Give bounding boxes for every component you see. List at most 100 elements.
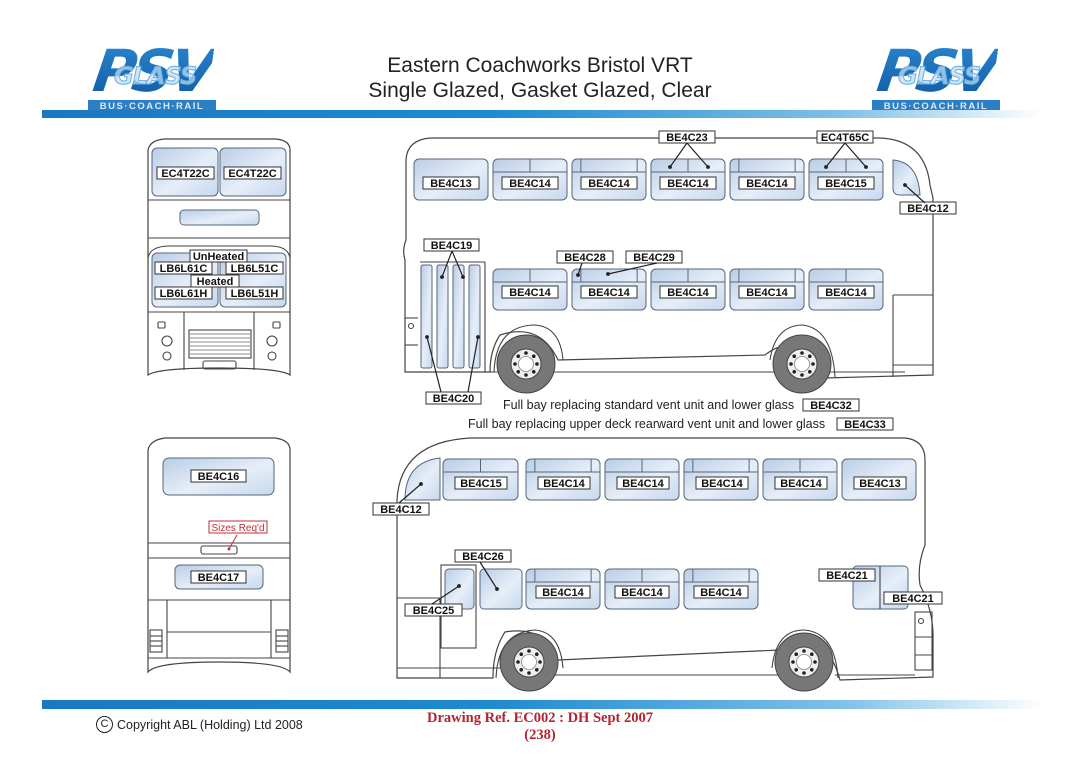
label-heated: Heated [190, 274, 240, 288]
label-text: EC4T22C [228, 168, 276, 180]
upper-rear-corner-window [892, 159, 921, 196]
copyright-icon: C [96, 716, 113, 733]
label-lower-deck-1: BE4C14 [501, 285, 559, 299]
label-offside-upper-4: BE4C14 [695, 476, 749, 490]
label-text: Sizes Req'd [211, 523, 264, 534]
label-text: BE4C17 [198, 572, 240, 584]
logo-overlay: GLASS [897, 62, 981, 91]
label-text: LB6L51C [231, 263, 279, 275]
label-text: BE4C21 [826, 570, 868, 582]
nearside-rear-wheel [772, 334, 832, 394]
label-offside-upper-6: BE4C13 [853, 476, 907, 490]
label-offside-lower-2: BE4C14 [614, 585, 670, 599]
leader-arrow [431, 584, 461, 605]
label-text: BE4C14 [700, 587, 742, 599]
label-text: BE4C14 [509, 287, 551, 299]
label-lower-deck-3: BE4C14 [659, 285, 717, 299]
label-offside-rear-corner: BE4C12 [372, 502, 430, 516]
emergency-door-window [444, 568, 475, 610]
label-upper-deck-5: BE4C14 [738, 176, 796, 190]
label-upper-rear-corner: BE4C12 [899, 201, 957, 215]
page-title: Eastern Coachworks Bristol VRT [387, 54, 693, 77]
label-offside-upper-2: BE4C14 [537, 476, 591, 490]
note-text: Full bay replacing upper deck rearward v… [468, 417, 826, 431]
label-text: LB6L51H [231, 288, 279, 300]
door-pane-2 [436, 264, 449, 369]
label-text: BE4C14 [825, 287, 867, 299]
label-rear-upper: BE4C16 [190, 469, 247, 483]
label-text: EC4T22C [161, 168, 209, 180]
label-note-code-1: BE4C32 [802, 398, 860, 412]
drawing-number: (238) [524, 727, 556, 743]
label-text: BE4C28 [564, 252, 606, 264]
copyright-text: Copyright ABL (Holding) Ltd 2008 [117, 717, 303, 732]
label-door-window: BE4C25 [404, 603, 463, 617]
offside-front-wheel [774, 632, 834, 692]
label-stair-window: BE4C26 [454, 549, 512, 563]
label-vent-rear: EC4T65C [816, 130, 874, 144]
label-upper-deck-6: BE4C15 [817, 176, 875, 190]
label-front-lower-right-heated: LB6L51H [225, 286, 284, 300]
label-text: BE4C23 [666, 132, 708, 144]
label-text: BE4C15 [460, 478, 502, 490]
label-door-lower: BE4C20 [425, 391, 482, 405]
label-front-upper-left: EC4T22C [156, 166, 215, 180]
label-door-upper: BE4C19 [423, 238, 480, 252]
label-offside-lower-1: BE4C14 [535, 585, 591, 599]
label-text: EC4T65C [821, 132, 869, 144]
headlamp-right [266, 335, 278, 347]
label-lower-deck-4: BE4C14 [738, 285, 796, 299]
copyright-notice: C Copyright ABL (Holding) Ltd 2008 [96, 716, 303, 733]
label-text: BE4C14 [667, 178, 709, 190]
drawing-reference: Drawing Ref. EC002 : DH Sept 2007 [427, 710, 653, 726]
label-text: BE4C14 [588, 178, 630, 190]
note-full-bay-standard: Full bay replacing standard vent unit an… [503, 398, 794, 412]
label-text: BE4C14 [701, 478, 743, 490]
label-upper-deck-1: BE4C13 [422, 176, 480, 190]
label-text: BE4C14 [746, 178, 788, 190]
label-text: LB6L61C [160, 263, 208, 275]
label-vent-bay: BE4C23 [658, 130, 716, 144]
page-subtitle: Single Glazed, Gasket Glazed, Clear [368, 79, 712, 102]
label-text: BE4C33 [844, 419, 886, 431]
label-cab-window-1: BE4C21 [818, 568, 876, 582]
label-text: BE4C13 [430, 178, 472, 190]
label-vent-small-1: BE4C28 [556, 250, 614, 264]
label-text: BE4C29 [633, 252, 675, 264]
note-text: Full bay replacing standard vent unit an… [503, 398, 795, 412]
label-text: BE4C14 [543, 478, 585, 490]
label-offside-upper-3: BE4C14 [616, 476, 670, 490]
door-pane-4 [468, 264, 481, 369]
label-text: BE4C14 [667, 287, 709, 299]
header-divider-bar [42, 110, 1042, 118]
label-vent-small-2: BE4C29 [625, 250, 683, 264]
label-text: BE4C15 [825, 178, 867, 190]
label-text: BE4C25 [413, 605, 455, 617]
indicator-left [157, 321, 166, 329]
door-pane-1 [420, 264, 433, 369]
headlamp-left [161, 335, 173, 347]
label-text: BE4C20 [433, 393, 475, 405]
label-text: BE4C16 [198, 471, 240, 483]
label-text: BE4C32 [810, 400, 852, 412]
label-text: BE4C12 [380, 504, 422, 516]
label-text: BE4C19 [431, 240, 473, 252]
indicator-right [272, 321, 281, 329]
label-text: BE4C14 [746, 287, 788, 299]
leader-arrow [451, 250, 465, 279]
leader-arrow [686, 142, 710, 169]
logo-tagline: BUS·COACH·RAIL [872, 100, 1000, 113]
label-lower-deck-5: BE4C14 [817, 285, 875, 299]
footer-divider-bar [42, 700, 1042, 709]
label-front-upper-right: EC4T22C [223, 166, 282, 180]
label-text: BE4C14 [621, 587, 663, 599]
label-cab-window-2: BE4C21 [883, 591, 943, 605]
door-pane-3 [452, 264, 465, 369]
label-text: BE4C21 [892, 593, 934, 605]
label-note-code-2: BE4C33 [836, 417, 894, 431]
psv-glass-logo-left: PSV GLASS BUS·COACH·RAIL [88, 37, 223, 118]
label-text: BE4C26 [462, 551, 504, 563]
foglamp-right [267, 351, 277, 361]
label-lower-deck-2: BE4C14 [580, 285, 638, 299]
label-upper-deck-2: BE4C14 [501, 176, 559, 190]
